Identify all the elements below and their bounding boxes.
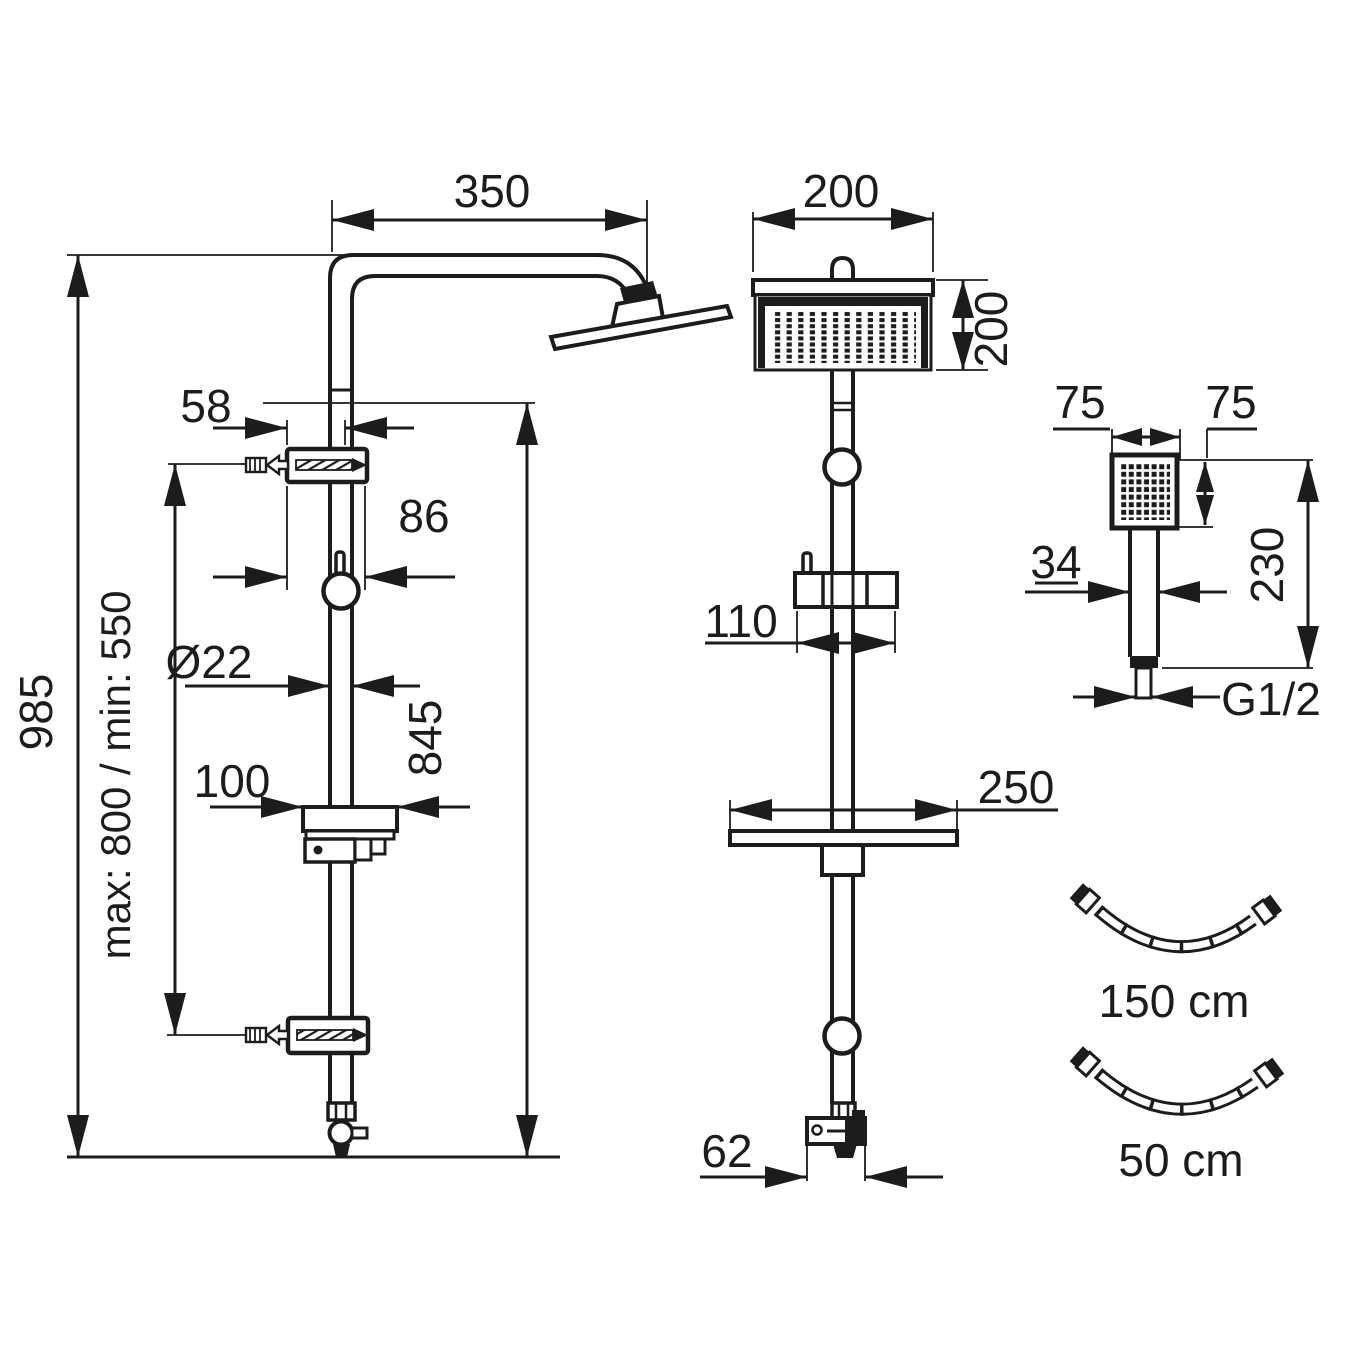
dim-hand-head-height: 75 bbox=[1178, 376, 1257, 528]
inlet-valve-front bbox=[805, 1101, 867, 1158]
hand-shower-view: 75 75 34 230 G1/2 bbox=[1025, 376, 1321, 725]
spray-nozzle-grid bbox=[772, 311, 916, 363]
dim-hand-shower-length: 230 bbox=[1162, 459, 1319, 669]
outlet bbox=[333, 1144, 350, 1157]
wall-plug bbox=[244, 1026, 268, 1044]
slider-knob-side bbox=[321, 550, 361, 611]
screw-shaft bbox=[296, 1029, 354, 1041]
dim-total-height: 985 bbox=[10, 254, 353, 1157]
hose-short-label: 50 cm bbox=[1118, 1134, 1243, 1186]
head-plate bbox=[548, 303, 734, 352]
hose-short: 50 cm bbox=[1069, 1046, 1285, 1186]
hose-fitting bbox=[1074, 887, 1102, 915]
rain-head-side bbox=[548, 281, 734, 352]
nut bbox=[326, 1101, 357, 1122]
screw-shaft bbox=[295, 459, 353, 471]
diverter-pin bbox=[801, 551, 813, 575]
screw-tip bbox=[353, 1028, 368, 1042]
dim-hand-head-width-label: 75 bbox=[1054, 376, 1105, 428]
dim-pipe-diameter-label: Ø22 bbox=[166, 636, 253, 688]
rain-head-front bbox=[751, 255, 935, 372]
slider-bracket-front bbox=[793, 551, 899, 609]
screw-tip bbox=[352, 458, 367, 472]
dim-rail-height: 845 bbox=[263, 402, 538, 1157]
dim-soap-dish-depth-label: 100 bbox=[194, 755, 271, 807]
insert-arrow-icon bbox=[265, 453, 290, 477]
soap-dish-side bbox=[301, 805, 399, 864]
dim-handle-width: 34 bbox=[1025, 536, 1227, 603]
hand-spray-grid bbox=[1120, 463, 1170, 520]
dim-handle-width-label: 34 bbox=[1030, 536, 1081, 588]
dim-slider-width-label: 110 bbox=[704, 595, 777, 647]
diverter-pin bbox=[334, 550, 346, 576]
side-view: 350 985 max: 800 / min: 550 845 58 86 bbox=[10, 165, 734, 1159]
nut bbox=[830, 1101, 857, 1120]
dim-head-width-label: 200 bbox=[803, 165, 880, 217]
dim-arm-length-label: 350 bbox=[454, 165, 531, 217]
dim-mount-range: max: 800 / min: 550 bbox=[92, 463, 246, 1036]
dim-thread-label: G1/2 bbox=[1221, 673, 1321, 725]
lower-wall-bracket bbox=[244, 1015, 371, 1056]
dim-rail-height-label: 845 bbox=[399, 700, 451, 777]
dim-head-width: 200 bbox=[752, 165, 934, 272]
dim-valve-width: 62 bbox=[700, 1125, 943, 1188]
thread-stub bbox=[1134, 666, 1153, 700]
dim-hand-head-width: 75 bbox=[1053, 376, 1181, 460]
hoses: 150 cm 50 cm bbox=[1069, 883, 1285, 1186]
shelf-front bbox=[728, 829, 959, 877]
dim-head-depth-label: 200 bbox=[965, 291, 1017, 368]
dim-arm-length: 350 bbox=[331, 165, 648, 295]
hose-long-label: 150 cm bbox=[1099, 975, 1250, 1027]
shelf-support bbox=[820, 843, 865, 877]
dim-bracket-width-label: 86 bbox=[398, 490, 449, 542]
outlet bbox=[833, 1144, 857, 1158]
upper-wall-bracket bbox=[244, 446, 370, 485]
front-view: 200 200 110 250 bbox=[700, 165, 1058, 1188]
dim-slider-width: 110 bbox=[704, 595, 896, 654]
dim-thread: G1/2 bbox=[1073, 673, 1321, 725]
dim-hand-head-height-label: 75 bbox=[1205, 376, 1256, 428]
dim-total-height-label: 985 bbox=[10, 674, 62, 751]
valve-handle bbox=[350, 1126, 369, 1140]
ball-joint-upper bbox=[822, 447, 862, 487]
head-stub bbox=[830, 255, 855, 280]
dim-bracket-offset: 58 bbox=[180, 380, 414, 445]
dish-screw-dot bbox=[313, 845, 323, 855]
insert-arrow-icon bbox=[265, 1023, 290, 1047]
dim-bracket-offset-label: 58 bbox=[180, 380, 231, 432]
inlet-valve-side bbox=[326, 1101, 369, 1157]
ball-joint-lower bbox=[822, 1016, 862, 1056]
dim-head-depth: 200 bbox=[936, 279, 1017, 371]
dim-bracket-width: 86 bbox=[213, 486, 455, 590]
dim-shelf-width-label: 250 bbox=[978, 761, 1055, 813]
hose-long: 150 cm bbox=[1069, 883, 1283, 1027]
dim-valve-width-label: 62 bbox=[701, 1125, 752, 1177]
set-screw bbox=[811, 1124, 823, 1136]
hand-shower-handle bbox=[1128, 528, 1160, 700]
dim-pipe-diameter: Ø22 bbox=[166, 636, 420, 697]
dim-soap-dish-depth: 100 bbox=[194, 755, 470, 818]
dim-hand-shower-length-label: 230 bbox=[1241, 527, 1293, 604]
dim-shelf-width: 250 bbox=[729, 761, 1058, 829]
column-pipe-front bbox=[830, 370, 855, 1104]
head-cap bbox=[751, 278, 935, 297]
dim-mount-range-label: max: 800 / min: 550 bbox=[92, 591, 139, 960]
wall-plug bbox=[244, 456, 268, 474]
